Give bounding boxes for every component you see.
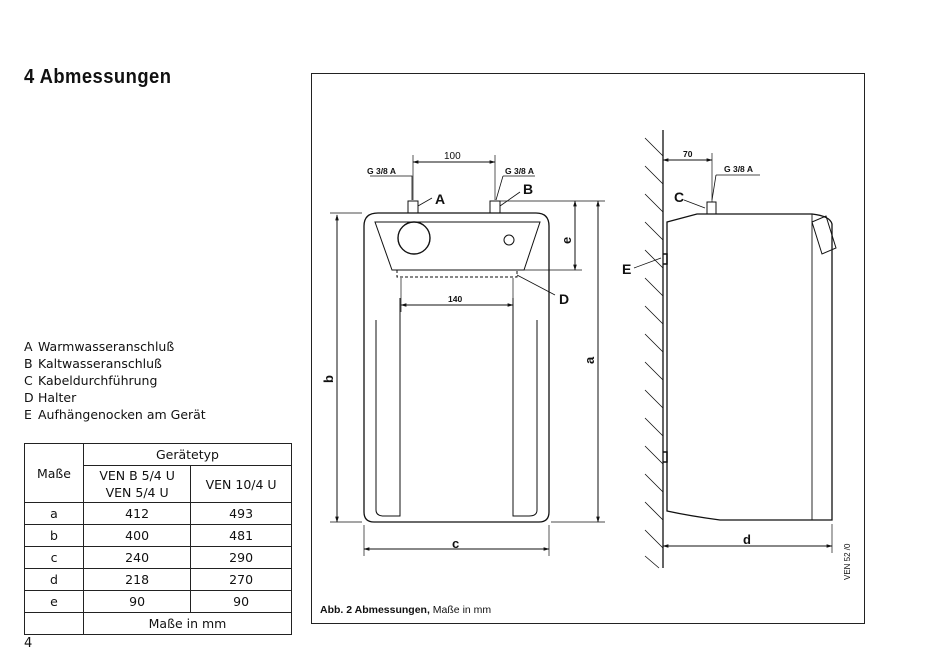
legend-text: Warmwasseranschluß: [38, 339, 175, 354]
legend-text: Kaltwasseranschluß: [38, 356, 162, 371]
table-header-col1: VEN B 5/4 U VEN 5/4 U: [82, 465, 192, 503]
legend-text: Halter: [38, 390, 77, 405]
pipe-b: [489, 200, 501, 214]
label-A: A: [435, 191, 445, 207]
indicator-lamp: [503, 234, 515, 246]
legend-item: B Kaltwasseranschluß: [24, 355, 206, 372]
label-140: 140: [448, 294, 462, 304]
wall-hatching: [644, 137, 664, 569]
figure-frame: [311, 73, 865, 624]
row-value-1: 400: [82, 524, 192, 547]
label-thread-c: G 3/8 A: [724, 164, 753, 174]
row-value-2: 481: [190, 524, 292, 547]
label-B: B: [523, 181, 533, 197]
figure-code: VEN 52 /0: [843, 543, 852, 580]
front-body-outline: [363, 212, 550, 523]
caption-rest: Maße in mm: [429, 604, 492, 616]
legend-text: Kabeldurchführung: [38, 373, 158, 388]
table-footer: Maße in mm: [83, 612, 292, 635]
legend-text: Aufhängenocken am Gerät: [38, 407, 206, 422]
table-header-geraetetyp: Gerätetyp: [83, 443, 292, 466]
side-body-outline: [666, 213, 833, 521]
front-inner-left: [375, 298, 401, 517]
thermostat-knob: [397, 221, 431, 255]
label-b: b: [321, 375, 336, 383]
legend-key: E: [24, 407, 32, 422]
label-C: C: [674, 189, 684, 205]
hook-e-upper: [663, 253, 668, 265]
legend-item: E Aufhängenocken am Gerät: [24, 406, 206, 423]
label-a: a: [582, 356, 597, 364]
legend-item: C Kabeldurchführung: [24, 372, 206, 389]
caption-bold: Abb. 2 Abmessungen,: [320, 604, 430, 616]
front-inner-right: [512, 298, 538, 517]
legend-item: A Warmwasseranschluß: [24, 338, 206, 355]
bracket-halter: [396, 270, 518, 278]
label-D: D: [559, 291, 569, 307]
table-header-col2: VEN 10/4 U: [190, 465, 292, 503]
label-100: 100: [444, 151, 461, 162]
legend-key: A: [24, 339, 33, 354]
label-e: e: [559, 237, 574, 244]
legend-key: C: [24, 373, 33, 388]
figure-caption: Abb. 2 Abmessungen, Maße in mm: [320, 604, 491, 616]
label-thread-a: G 3/8 A: [367, 166, 396, 176]
label-d: d: [743, 532, 751, 547]
hook-e-lower: [663, 451, 668, 463]
pipe-a: [407, 200, 419, 214]
side-knob: [811, 215, 837, 255]
label-c: c: [452, 536, 459, 551]
legend-key: D: [24, 390, 34, 405]
label-E: E: [622, 261, 631, 277]
legend-key: B: [24, 356, 33, 371]
col1-line2: VEN 5/4 U: [105, 485, 169, 500]
section-title: 4 Abmessungen: [24, 66, 172, 88]
page-number: 4: [24, 636, 33, 651]
legend-item: D Halter: [24, 389, 206, 406]
label-thread-b: G 3/8 A: [505, 166, 534, 176]
dimensions-table: Maße Gerätetyp VEN B 5/4 U VEN 5/4 U VEN…: [24, 443, 292, 635]
col1-line1: VEN B 5/4 U: [99, 468, 175, 483]
label-70: 70: [683, 149, 693, 159]
side-pipe-c: [706, 201, 717, 215]
